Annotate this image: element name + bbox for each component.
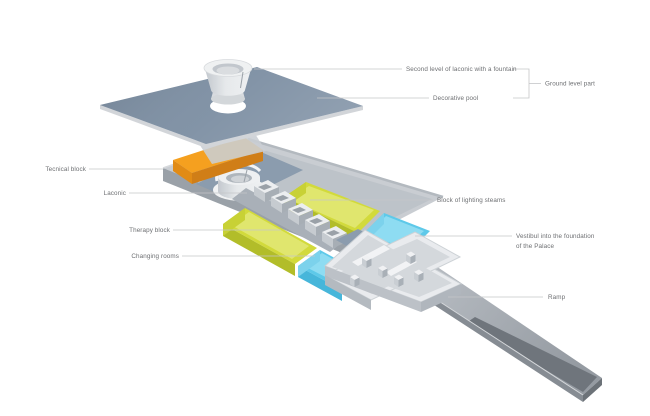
near-cyan-front-face [298, 266, 342, 301]
steam-cells-row [254, 180, 347, 248]
label-ramp: Ramp [548, 294, 566, 301]
label-second-level-laconic: Second level of laconic with a fountain [406, 66, 517, 73]
vestibule-wall-east [421, 284, 461, 312]
far-yellow-inset [288, 186, 374, 228]
near-cyan-west-face [298, 250, 320, 277]
label-vestibul-line1: Vestibul into the foundation [516, 233, 595, 240]
platform-far-rim [247, 137, 444, 199]
laconic-cylinder-inner-floor [231, 175, 249, 183]
label-tecnical-block: Tecnical block [45, 166, 86, 173]
ramp-dark-wedge [466, 317, 597, 392]
cylinder-inner-floor [216, 66, 240, 75]
cylinder-slit [240, 71, 244, 89]
vestibule-partition-1 [352, 245, 390, 266]
laconic-rotunda [196, 152, 303, 202]
ramp-side-face [408, 281, 583, 402]
tecnical-block-front-face [192, 150, 263, 184]
plate-edge-thickness [100, 105, 363, 148]
near-yellow-front-face [223, 224, 295, 276]
label-laconic: Laconic [104, 190, 126, 197]
cylinder-base-ellipse [211, 93, 245, 105]
laconic-upper-cylinder [203, 59, 253, 105]
label-ground-level-part: Ground level part [545, 81, 595, 88]
leader-lines [89, 68, 543, 298]
near-yellow-west-face [223, 208, 245, 236]
vestibule-wall-near-1 [325, 266, 421, 312]
vestibule-wall-near-2 [325, 275, 371, 310]
label-changing-rooms: Changing rooms [131, 253, 179, 260]
vestibule-3d [323, 229, 463, 312]
label-vestibul-line2: of the Palace [516, 243, 554, 250]
near-yellow-inset [231, 212, 309, 259]
vestibule-pillars [350, 251, 424, 287]
label-decorative-pool: Decorative pool [433, 95, 478, 102]
label-therapy-block: Therapy block [129, 227, 171, 234]
therapy-block-3d [223, 208, 317, 276]
ramp-end-face [583, 378, 602, 402]
tecnical-block-west-face [173, 160, 192, 184]
laconic-spiral-notch [243, 169, 248, 183]
bracket-ground-level [513, 68, 530, 99]
label-block-of-lighting-steams: Block of lighting steams [437, 197, 506, 204]
labels: Tecnical block Laconic Therapy block Cha… [45, 66, 595, 301]
decorative-pool-plate [100, 67, 363, 148]
